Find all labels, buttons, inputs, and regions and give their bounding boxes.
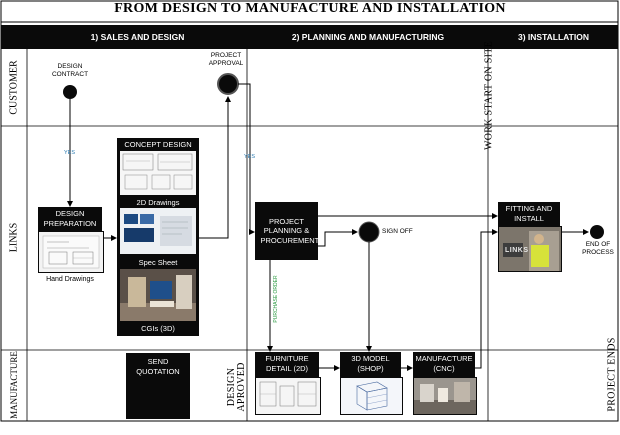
- furniture-detail-thumbnail: [255, 377, 321, 415]
- furniture-detail-label: FURNITURE DETAIL (2D): [265, 354, 309, 373]
- send-quotation-box: SEND QUOTATION: [126, 353, 190, 419]
- edge-label-purchase-order: PURCHASE ORDER: [273, 275, 279, 323]
- manufacture-cnc-thumbnail: [413, 377, 477, 415]
- edge-manufacture-to-fitting: [475, 229, 498, 369]
- model-3d-thumbnail: [340, 377, 403, 415]
- drawings-2d-thumbnail: [120, 151, 196, 195]
- sign-off-label: SIGN OFF: [382, 228, 413, 235]
- phase-header-bar: [1, 25, 618, 49]
- model-3d-label: 3D MODEL (SHOP): [351, 354, 390, 373]
- send-quotation-label: SEND QUOTATION: [136, 357, 180, 376]
- milestone-work-start: WORK START ON SITE: [483, 40, 495, 151]
- spec-sheet-thumbnail: [120, 208, 196, 254]
- drawings-2d-label: 2D Drawings: [136, 198, 180, 207]
- furniture-drawing-image: [259, 381, 317, 407]
- cgi-thumbnail: [120, 269, 196, 321]
- links-logo-text: LINKS: [505, 247, 529, 254]
- fitting-install-thumbnail: LINKS: [498, 226, 562, 272]
- edge-approval-to-planning: [238, 83, 255, 235]
- furniture-detail-box: FURNITURE DETAIL (2D): [255, 352, 319, 378]
- lane-label-customer: CUSTOMER: [8, 60, 20, 115]
- phase-planning-manufacturing: 2) PLANNING AND MANUFACTURING: [291, 32, 445, 42]
- sign-off-event: [358, 221, 380, 243]
- hand-drawings-label: Hand Drawings: [46, 276, 94, 283]
- lane-label-manufacture: MANUFACTURE: [9, 351, 19, 419]
- workshop-image: [414, 378, 476, 414]
- plan-drawing-image: [122, 153, 193, 190]
- shop-model-image: [356, 381, 388, 411]
- project-planning-box: PROJECT PLANNING & PROCUREMENT: [255, 202, 320, 260]
- edge-concept-to-approval: [199, 96, 231, 239]
- outer-frame: [0, 0, 619, 422]
- diagram-title: FROM DESIGN TO MANUFACTURE AND INSTALLAT…: [114, 1, 506, 16]
- phase-installation: 3) INSTALLATION: [518, 32, 589, 42]
- design-contract-label: DESIGN CONTRACT: [51, 63, 89, 78]
- spec-sheet-label: Spec Sheet: [138, 258, 178, 267]
- concept-design-box: CONCEPT DESIGN 2D Drawings Spec Sheet: [117, 138, 199, 336]
- milestone-project-ends: PROJECT ENDS: [606, 337, 618, 412]
- edge-planning-to-signoff: [318, 229, 358, 247]
- concept-design-label: CONCEPT DESIGN: [124, 140, 192, 149]
- spec-sheet-image: [120, 208, 196, 254]
- cgis-3d-label: CGIs (3D): [141, 324, 175, 333]
- model-3d-box: 3D MODEL (SHOP): [340, 352, 401, 378]
- sketch-image: [42, 235, 100, 269]
- installer-photo-image: [499, 227, 561, 271]
- edge-label-yes-1: YES: [64, 150, 76, 156]
- end-of-process-label: END OF PROCESS: [582, 241, 614, 256]
- hand-drawings-thumbnail: [38, 231, 104, 273]
- cgi-render-image: [120, 269, 196, 321]
- design-preparation-box: DESIGN PREPARATION: [38, 207, 102, 233]
- manufacture-cnc-box: MANUFACTURE (CNC): [413, 352, 475, 378]
- fitting-install-box: FITTING AND INSTALL: [498, 202, 560, 228]
- project-planning-label: PROJECT PLANNING & PROCUREMENT: [260, 216, 320, 245]
- end-of-process-event: [590, 225, 604, 239]
- manufacture-cnc-label: MANUFACTURE (CNC): [415, 354, 473, 373]
- fitting-install-label: FITTING AND INSTALL: [505, 204, 553, 223]
- edge-label-yes-2: YES: [244, 154, 256, 160]
- process-diagram: [0, 0, 619, 422]
- design-contract-event: [63, 85, 77, 99]
- design-preparation-label: DESIGN PREPARATION: [43, 209, 97, 228]
- project-approval-event: [217, 73, 239, 95]
- lane-label-links: LINKS: [8, 222, 20, 253]
- project-approval-label: PROJECT APPROVAL: [208, 52, 244, 67]
- phase-sales-design: 1) SALES AND DESIGN: [90, 32, 185, 42]
- milestone-design-approved: DESIGN APROVED: [226, 362, 247, 412]
